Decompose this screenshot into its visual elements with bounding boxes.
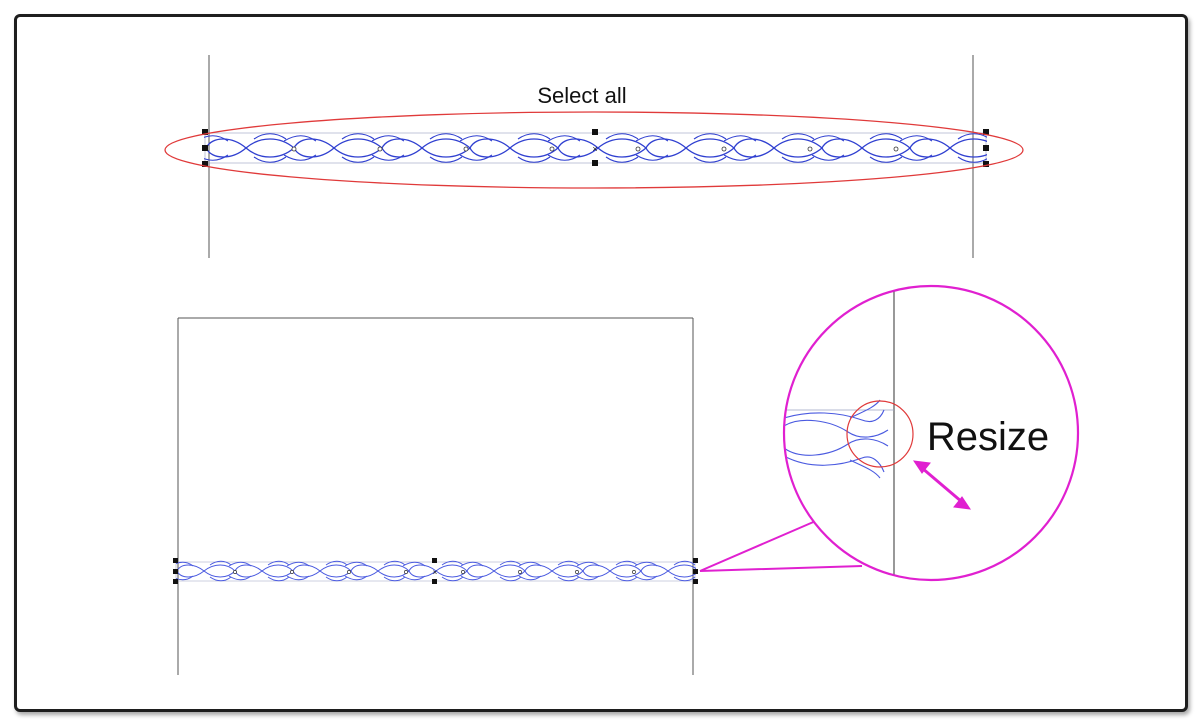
magnifier-circle <box>782 284 1080 582</box>
magnifier-callout-tail <box>699 519 863 572</box>
center-marker-icon: × <box>592 144 597 154</box>
selection-handles-bottom[interactable] <box>173 558 698 584</box>
selection-handles-top[interactable] <box>202 129 989 167</box>
resize-arrow-icon <box>912 460 972 510</box>
resize-label: Resize <box>927 415 1049 459</box>
bottom-diagram: × <box>173 284 1080 675</box>
node-markers-bottom <box>233 570 636 574</box>
highlight-ellipse <box>164 111 1024 189</box>
magnifier-callout: Resize <box>782 284 1080 582</box>
top-diagram: Select all <box>164 55 1024 258</box>
node-markers-top <box>291 146 899 152</box>
bottom-center-marker-icon: × <box>433 568 438 577</box>
resize-highlight-circle <box>846 400 914 468</box>
zoomed-border-pattern <box>785 399 889 479</box>
select-all-caption: Select all <box>537 83 626 108</box>
